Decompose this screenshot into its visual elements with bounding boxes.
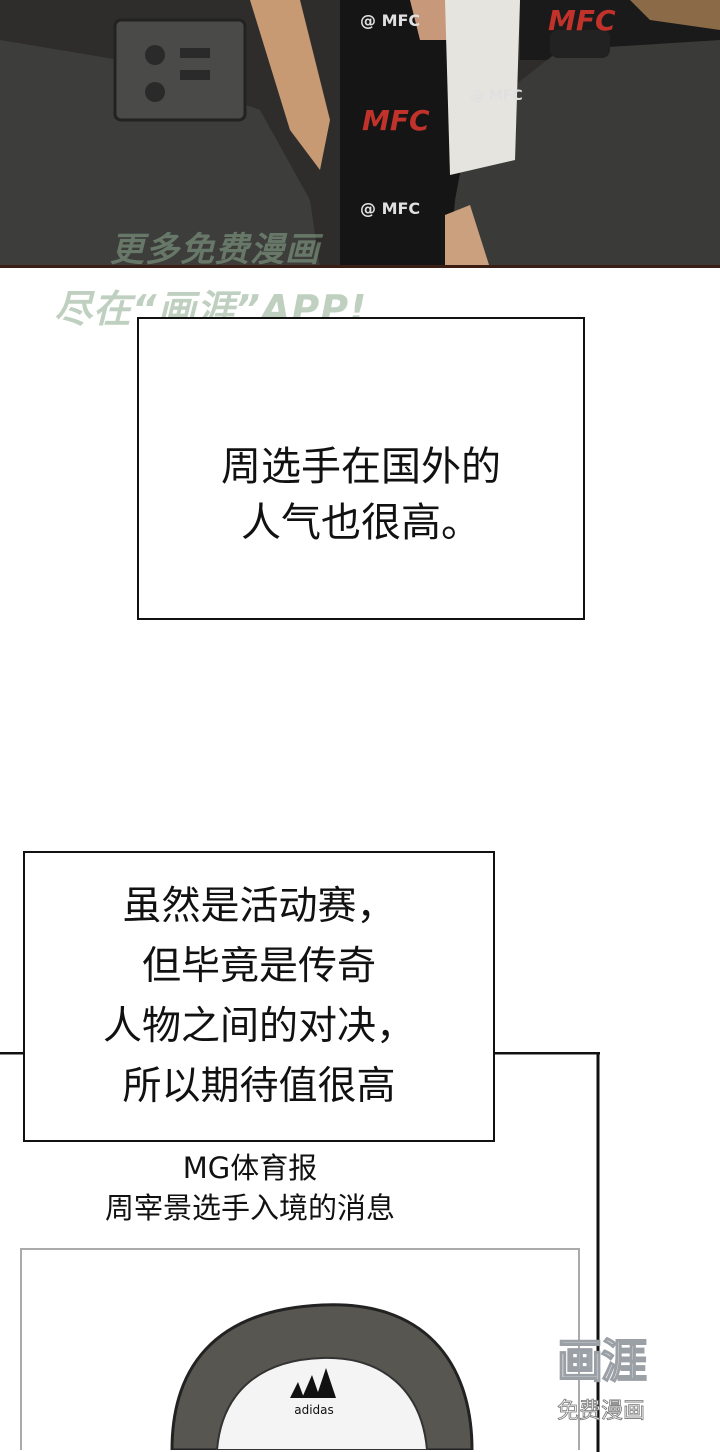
brand-subtitle: 免费漫画 bbox=[556, 1399, 646, 1425]
narration-line: 人物之间的对决， bbox=[102, 1004, 415, 1049]
narration-line: 周选手在国外的 bbox=[221, 444, 501, 490]
crowd-illustration: MFC MFC @ MFC @ MFC @ MFC bbox=[0, 0, 720, 268]
banner-logo: @ MFC bbox=[470, 88, 523, 104]
top-illustration-panel: MFC MFC @ MFC @ MFC @ MFC bbox=[0, 0, 720, 268]
watermark-line: 更多免费漫画 bbox=[110, 230, 320, 270]
banner-logo: @ MFC bbox=[360, 199, 420, 218]
site-watermark: 更多免费漫画 尽在“画涯”APP! bbox=[54, 222, 434, 332]
adidas-logo-icon bbox=[290, 1368, 336, 1398]
person-illustration: adidas bbox=[170, 1303, 474, 1450]
narration-text: 周选手在国外的 人气也很高。 bbox=[139, 439, 583, 551]
cap-brand-text: adidas bbox=[294, 1403, 334, 1417]
narration-line: 人气也很高。 bbox=[241, 500, 481, 546]
narration-line: 所以期待值很高 bbox=[122, 1064, 396, 1109]
news-headline: MG体育报 周宰景选手入境的消息 bbox=[40, 1148, 460, 1228]
news-source: MG体育报 bbox=[182, 1151, 318, 1185]
bottom-illustration-panel: adidas bbox=[20, 1248, 580, 1450]
news-title: 周宰景选手入境的消息 bbox=[104, 1191, 395, 1225]
narration-box: 周选手在国外的 人气也很高。 bbox=[137, 317, 585, 620]
narration-text: 虽然是活动赛， 但毕竟是传奇 人物之间的对决， 所以期待值很高 bbox=[25, 877, 493, 1117]
banner-logo: MFC bbox=[362, 104, 430, 137]
brand-logo: 画涯 bbox=[556, 1333, 648, 1389]
narration-line: 但毕竟是传奇 bbox=[141, 944, 376, 989]
panel-border bbox=[0, 265, 720, 268]
narration-line: 虽然是活动赛， bbox=[122, 884, 396, 929]
banner-logo: @ MFC bbox=[360, 11, 420, 30]
brand-watermark: 画涯 免费漫画 bbox=[536, 1325, 666, 1425]
banner-logo: MFC bbox=[548, 4, 616, 37]
narration-box: 虽然是活动赛， 但毕竟是传奇 人物之间的对决， 所以期待值很高 bbox=[23, 851, 495, 1142]
